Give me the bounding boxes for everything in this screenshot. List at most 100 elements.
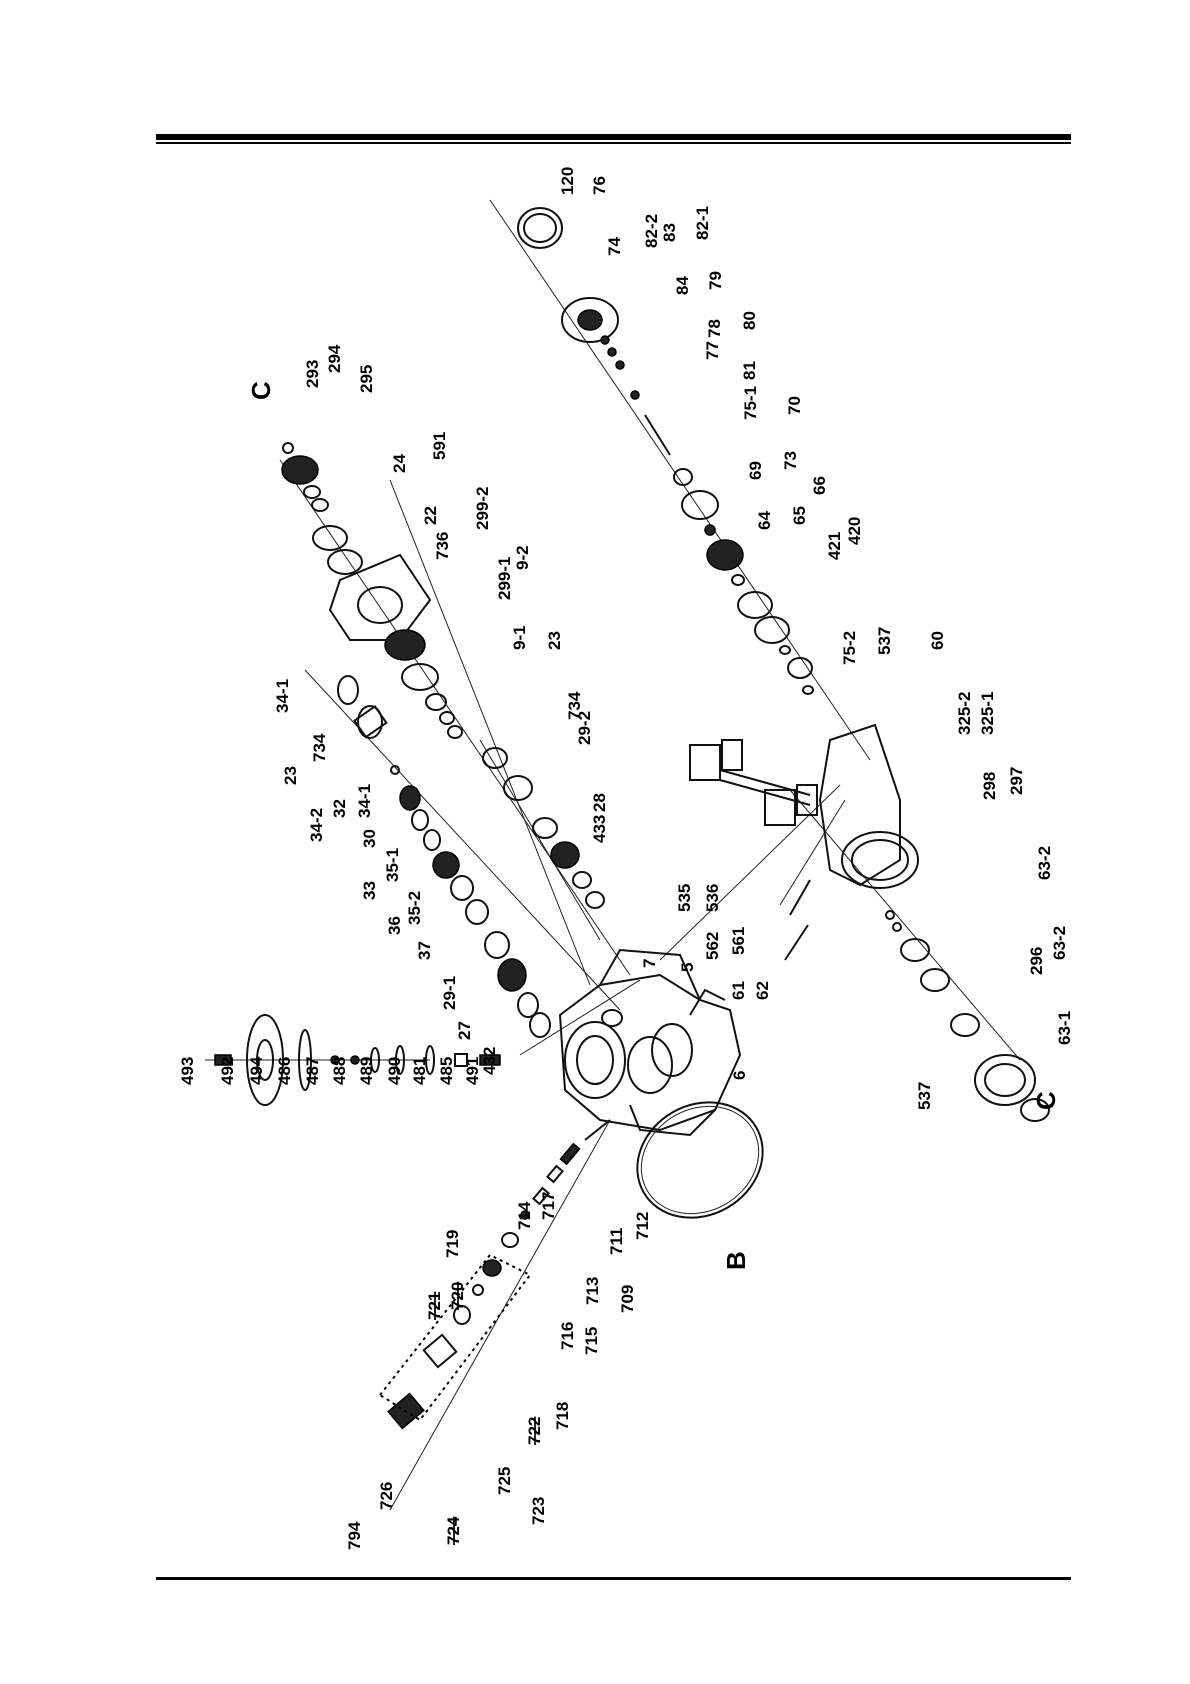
- part-label-493: 493: [178, 1057, 197, 1085]
- part-label-33: 33: [360, 881, 379, 900]
- part-label-325-2: 325-2: [955, 692, 974, 735]
- part-label-83: 83: [660, 223, 679, 242]
- footer-rule: [156, 1577, 1071, 1580]
- part-label-721: 721: [425, 1292, 444, 1320]
- part-label-66: 66: [810, 476, 829, 495]
- part-label-723: 723: [529, 1497, 548, 1525]
- part-label-76: 76: [590, 176, 609, 195]
- part-label-23: 23: [545, 631, 564, 650]
- shaft-parts-row: [337, 675, 551, 1038]
- part-label-B: B: [721, 1251, 751, 1270]
- part-label-492: 492: [218, 1057, 237, 1085]
- part-label-537: 537: [915, 1082, 934, 1110]
- part-label-63-2: 63-2: [1050, 926, 1069, 960]
- part-label-64: 64: [755, 511, 774, 530]
- header-rule: [156, 134, 1071, 140]
- part-label-489: 489: [357, 1057, 376, 1085]
- part-label-711: 711: [607, 1228, 626, 1255]
- part-label-84: 84: [673, 276, 692, 295]
- part-label-299-1: 299-1: [495, 557, 514, 600]
- part-label-537: 537: [875, 627, 894, 655]
- part-label-63-2: 63-2: [1035, 846, 1054, 880]
- part-label-420: 420: [845, 517, 864, 545]
- part-label-37: 37: [415, 941, 434, 960]
- part-label-562: 562: [703, 932, 722, 960]
- part-label-715: 715: [582, 1327, 601, 1355]
- part-label-29-1: 29-1: [440, 976, 459, 1010]
- part-label-490: 490: [385, 1057, 404, 1085]
- part-label-77: 77: [703, 341, 722, 360]
- part-label-34-1: 34-1: [355, 784, 374, 818]
- part-label-716: 716: [558, 1322, 577, 1350]
- part-label-491: 491: [463, 1057, 482, 1085]
- part-label-718: 718: [553, 1402, 572, 1430]
- part-label-421: 421: [825, 532, 844, 560]
- part-label-C: C: [1031, 1091, 1061, 1110]
- part-label-709: 709: [618, 1285, 637, 1313]
- part-label-35-2: 35-2: [405, 891, 424, 925]
- part-label-36: 36: [385, 916, 404, 935]
- part-label-299-2: 299-2: [473, 487, 492, 530]
- part-label-712: 712: [633, 1212, 652, 1240]
- header-rule-thin: [156, 142, 1071, 144]
- part-label-486: 486: [275, 1057, 294, 1085]
- part-label-488: 488: [330, 1057, 349, 1085]
- part-label-27: 27: [455, 1021, 474, 1040]
- part-label-717: 717: [539, 1192, 558, 1220]
- part-label-297: 297: [1007, 767, 1026, 795]
- part-label-32: 32: [330, 799, 349, 818]
- part-label-325-1: 325-1: [978, 692, 997, 735]
- part-label-734: 734: [565, 691, 584, 720]
- part-label-713: 713: [583, 1277, 602, 1305]
- drive-shaft-parts: [378, 1119, 611, 1430]
- part-label-726: 726: [377, 1482, 396, 1510]
- part-label-34-2: 34-2: [307, 808, 326, 842]
- part-label-29-2: 29-2: [575, 711, 594, 745]
- part-label-591: 591: [430, 432, 449, 460]
- part-label-432: 432: [480, 1047, 499, 1075]
- part-label-293: 293: [303, 360, 322, 388]
- part-label-74: 74: [605, 237, 624, 256]
- part-label-794: 794: [345, 1521, 364, 1550]
- part-label-294: 294: [325, 344, 344, 373]
- part-label-75-2: 75-2: [840, 631, 859, 665]
- part-label-536: 536: [703, 884, 722, 912]
- part-label-720: 720: [448, 1282, 467, 1310]
- part-label-69: 69: [746, 461, 765, 480]
- part-label-34-1: 34-1: [273, 679, 292, 713]
- part-label-535: 535: [675, 884, 694, 912]
- part-label-80: 80: [740, 311, 759, 330]
- part-label-719: 719: [443, 1230, 462, 1258]
- part-label-75-1: 75-1: [741, 386, 760, 420]
- part-label-494: 494: [247, 1056, 266, 1085]
- part-label-714: 714: [515, 1201, 534, 1230]
- kit-outline: [378, 1253, 532, 1422]
- main-housing: [558, 948, 742, 1137]
- part-label-487: 487: [303, 1057, 322, 1085]
- part-label-561: 561: [729, 927, 748, 955]
- cover-parts-row: [281, 442, 605, 909]
- part-label-22: 22: [421, 506, 440, 525]
- part-label-6: 6: [730, 1071, 749, 1080]
- part-label-734: 734: [310, 733, 329, 762]
- part-label-62: 62: [753, 981, 772, 1000]
- part-label-24: 24: [390, 454, 409, 473]
- valve-stack: [214, 1014, 501, 1106]
- part-label-35-1: 35-1: [383, 848, 402, 882]
- part-label-60: 60: [928, 631, 947, 650]
- part-label-724: 724: [444, 1516, 463, 1545]
- part-label-295: 295: [357, 365, 376, 393]
- axis-lines: [205, 199, 1021, 1511]
- part-label-79: 79: [706, 271, 725, 290]
- end-cover-parts: [818, 723, 1050, 1122]
- part-label-736: 736: [433, 532, 452, 560]
- part-label-5: 5: [678, 963, 697, 972]
- part-label-30: 30: [360, 829, 379, 848]
- part-label-C: C: [246, 381, 276, 400]
- motor-parts-row: [517, 207, 814, 695]
- part-label-82-2: 82-2: [642, 214, 661, 248]
- part-label-433: 433: [590, 815, 609, 843]
